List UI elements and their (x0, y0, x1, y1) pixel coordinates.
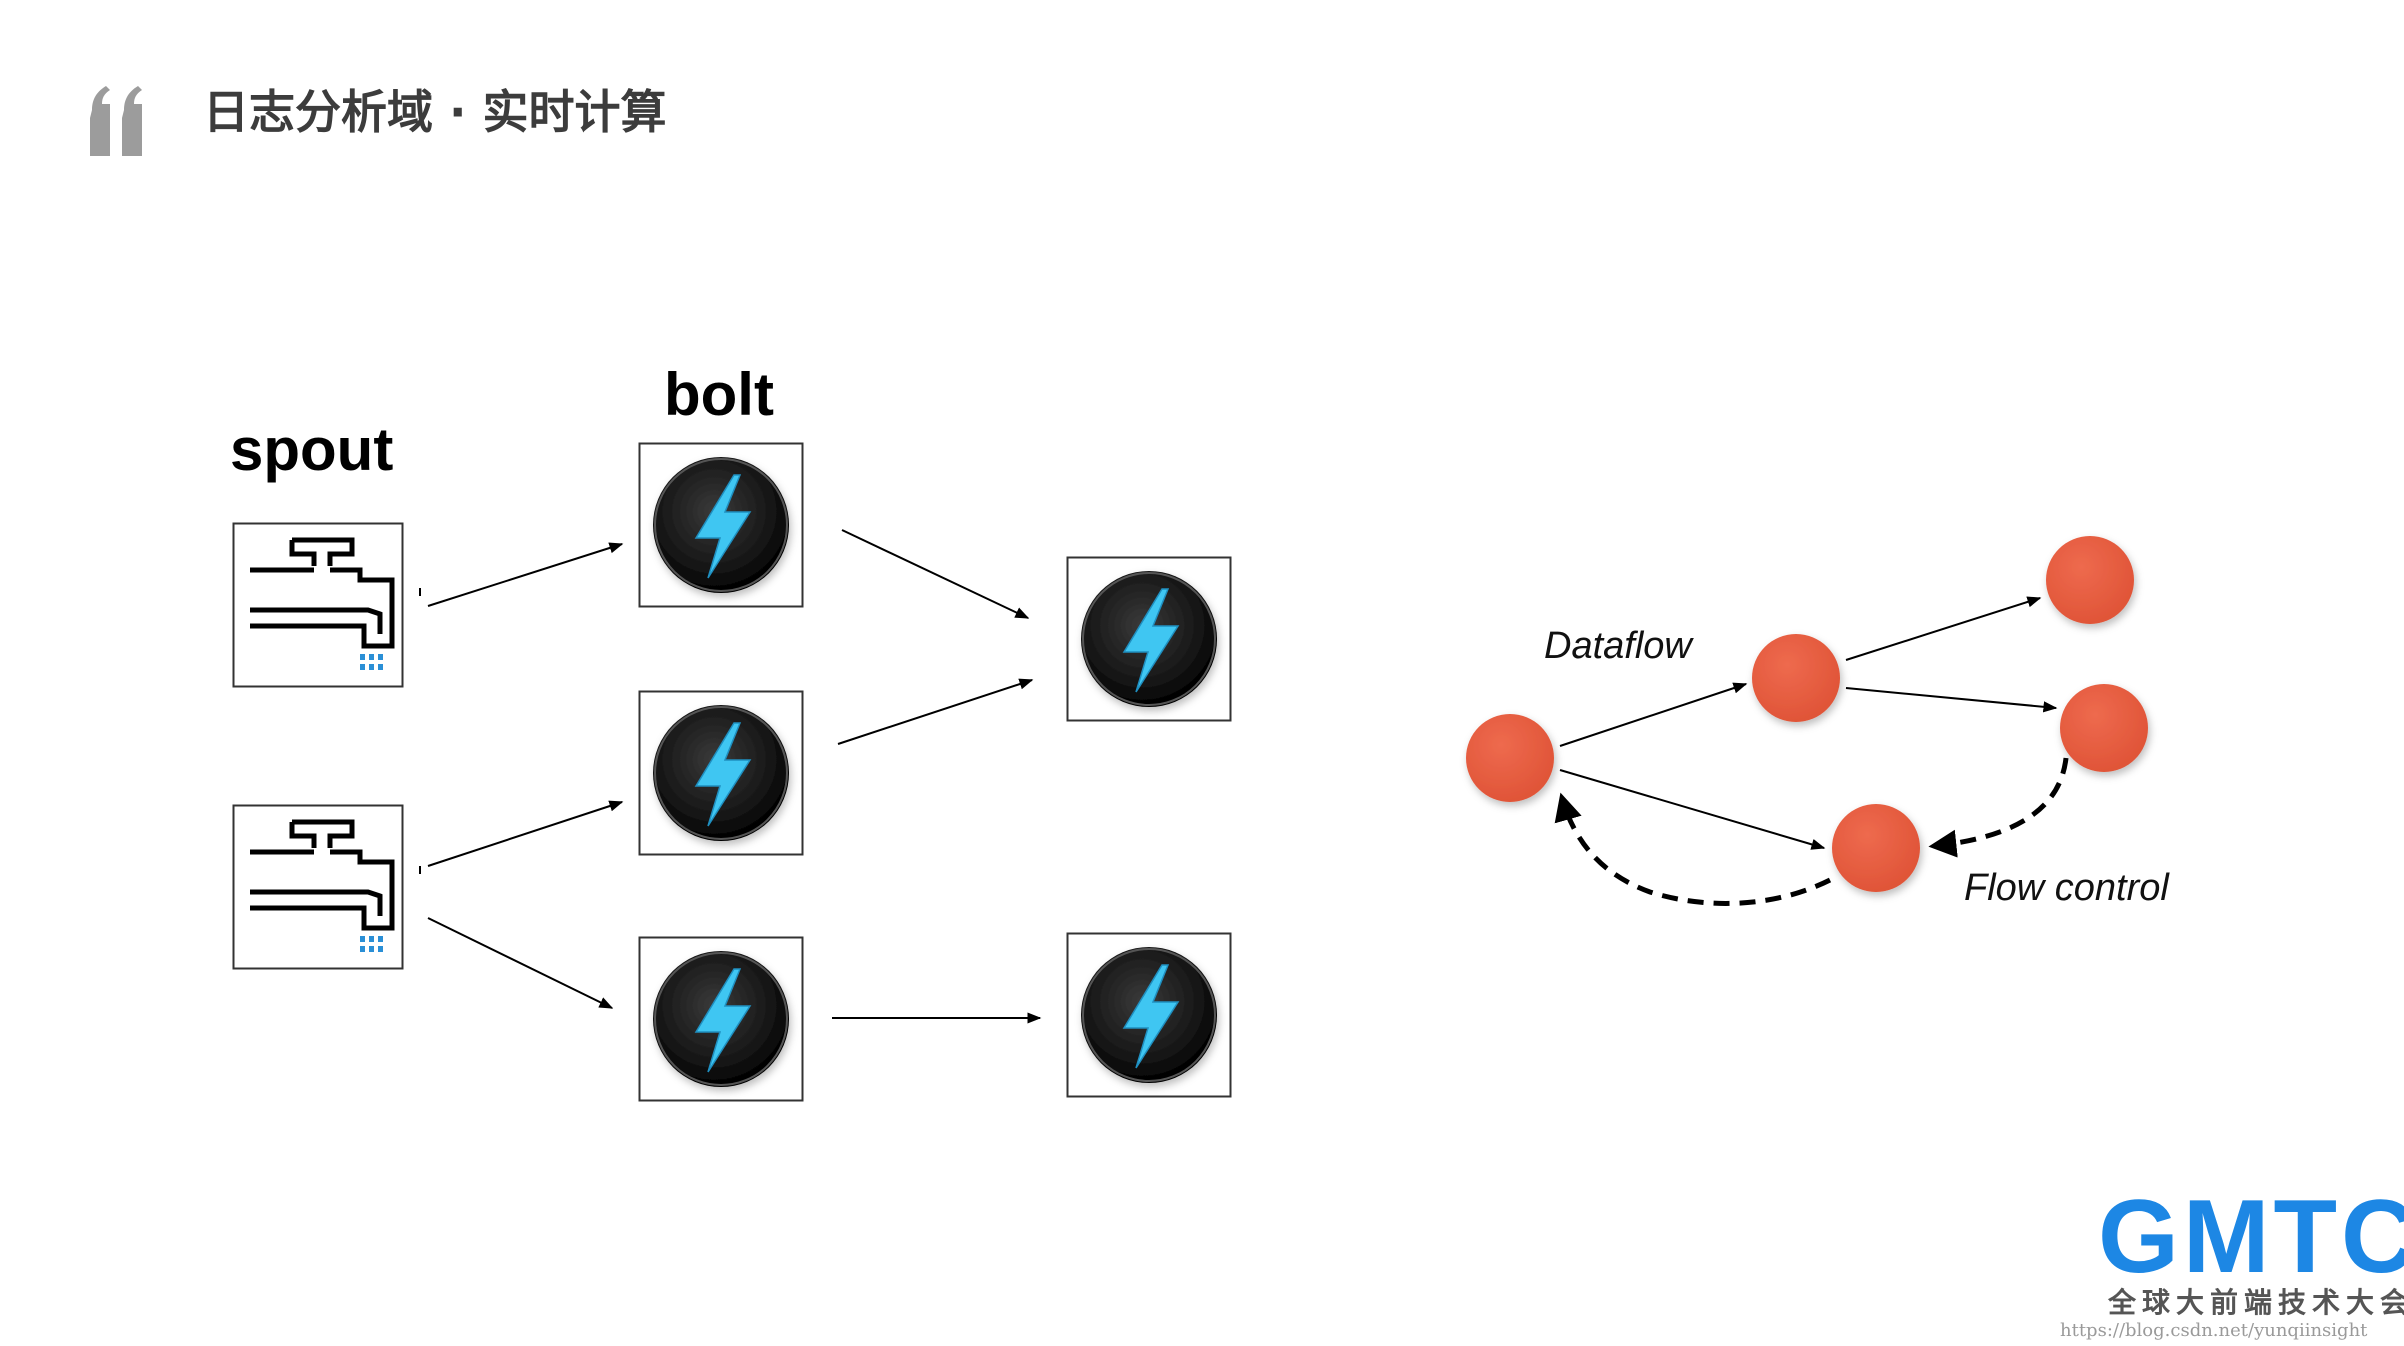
quote-mark-icon (90, 86, 142, 156)
bolt-lightning-icon (640, 692, 803, 855)
flow-node (1752, 634, 1840, 722)
dataflow-edge (1845, 596, 2042, 661)
watermark-url: https://blog.csdn.net/yunqiinsight (2060, 1320, 2368, 1341)
spout-label: spout (230, 416, 393, 483)
edge-spout2-bolt3 (427, 917, 614, 1009)
gmtc-logo-subtitle: 全球大前端技术大会 (2107, 1286, 2404, 1319)
bolt-label: bolt (664, 361, 774, 428)
dataflow-edge (1845, 687, 2058, 713)
edge-spout1-bolt1 (427, 542, 624, 607)
bolt-lightning-icon (640, 444, 803, 607)
edge-bolt2-bolt4 (837, 678, 1034, 745)
flow-control-label: Flow control (1964, 867, 2170, 909)
page-title: 日志分析域 · 实时计算 (203, 85, 667, 139)
bolt-lightning-icon (1068, 558, 1231, 721)
flow-node (2060, 684, 2148, 772)
edge-spout2-bolt2 (427, 800, 624, 867)
flow-node (1832, 804, 1920, 892)
bolt-lightning-icon (1068, 934, 1231, 1097)
dataflow-edge (1559, 769, 1826, 850)
edge-bolt1-bolt4 (841, 529, 1030, 619)
flow-control-edge (1554, 792, 1832, 906)
flow-node-source (1466, 714, 1554, 802)
dataflow-edge (1559, 682, 1748, 747)
spout-faucet-icon (234, 524, 403, 687)
gmtc-logo: GMTC (2098, 1179, 2404, 1295)
spout-faucet-icon (234, 806, 403, 969)
bolt-lightning-icon (640, 938, 803, 1101)
dataflow-label: Dataflow (1544, 625, 1694, 667)
flow-node (2046, 536, 2134, 624)
flow-control-edge (1928, 757, 2069, 858)
